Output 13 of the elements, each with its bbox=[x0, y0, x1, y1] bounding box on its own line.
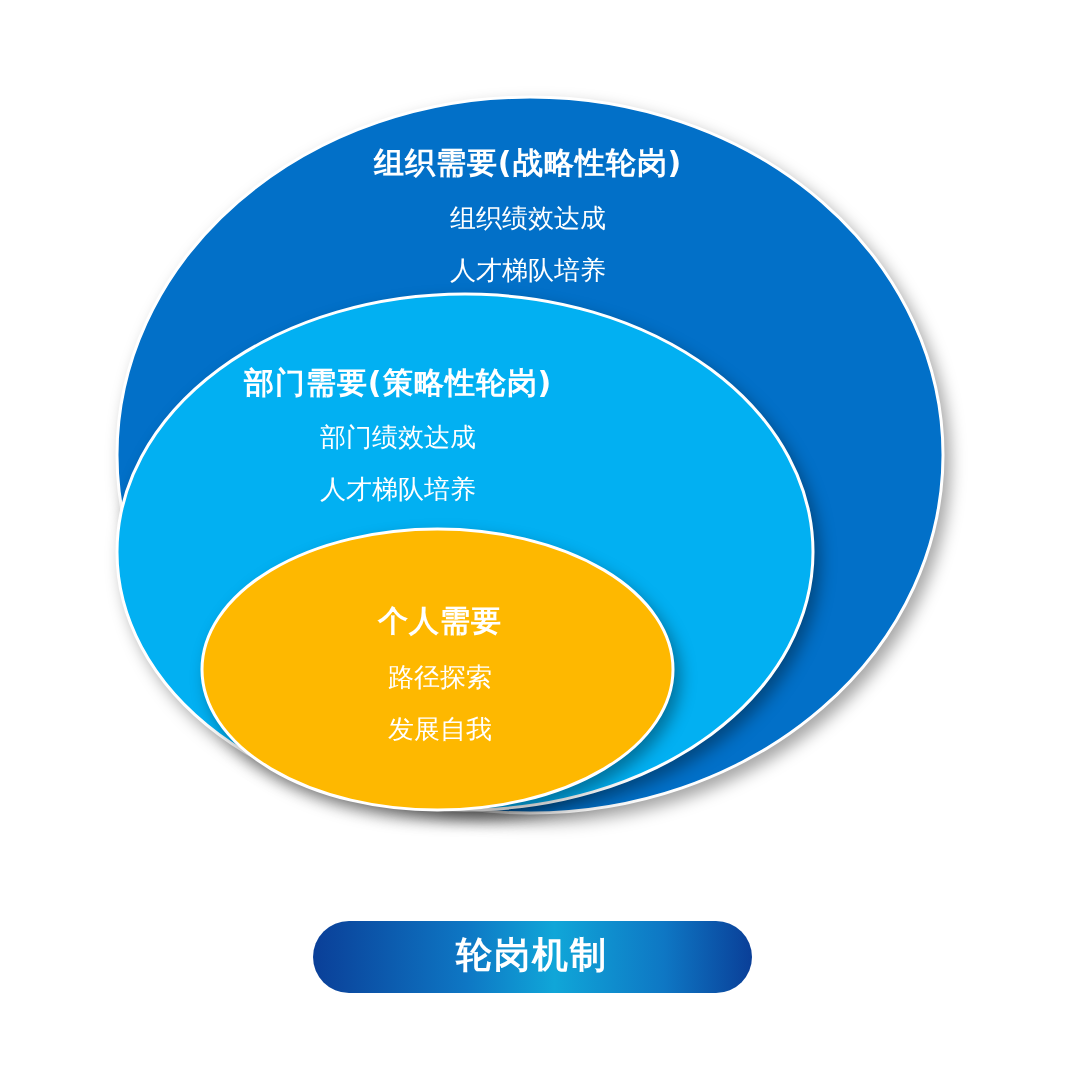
heading-text: 个人需要 bbox=[378, 603, 502, 639]
heading-text: 轮岗机制 bbox=[456, 933, 608, 977]
body-text: 部门绩效达成 bbox=[320, 422, 476, 454]
body-text: 组织绩效达成 bbox=[450, 203, 606, 235]
heading-text: 部门需要(策略性轮岗) bbox=[243, 365, 553, 401]
body-text: 发展自我 bbox=[388, 714, 492, 746]
body-text: 人才梯队培养 bbox=[320, 474, 476, 506]
body-text: 人才梯队培养 bbox=[450, 255, 606, 287]
inner-ellipse bbox=[200, 527, 675, 812]
outer-ellipse bbox=[115, 95, 945, 815]
heading-text: 组织需要(战略性轮岗) bbox=[373, 145, 683, 181]
middle-ellipse bbox=[115, 292, 815, 812]
body-text: 路径探索 bbox=[388, 662, 492, 694]
